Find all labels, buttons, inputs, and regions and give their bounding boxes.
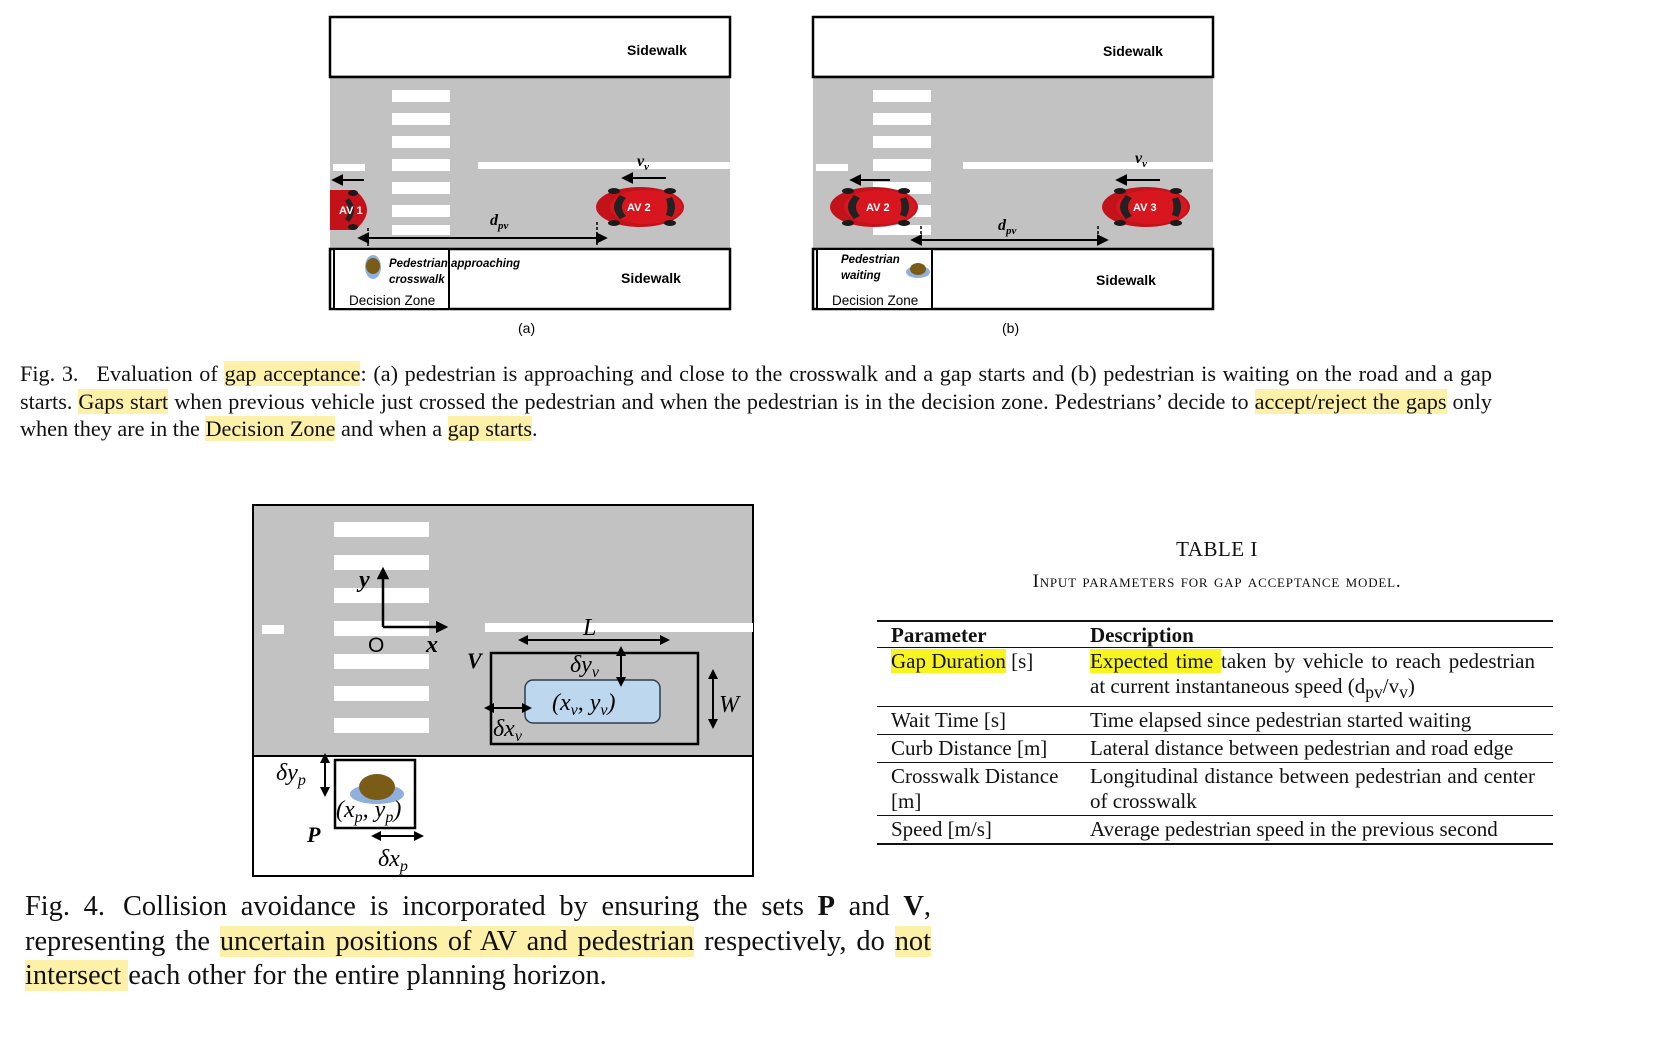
table-cell-description: Lateral distance between pedestrian and … <box>1076 734 1553 764</box>
table-row: Crosswalk Distance [m] Longitudinal dist… <box>877 762 1553 817</box>
av2-label: AV 2 <box>627 202 651 214</box>
dy-p-label: δyp <box>276 760 306 789</box>
figure-4: y x O L V (xv, yv) δyv δxv W (xp, yp) P … <box>252 504 754 877</box>
table-cell-description: Time elapsed since pedestrian started wa… <box>1076 706 1553 736</box>
pedestrian-set-box <box>333 758 417 830</box>
vehicle-position-label: (xv, yv) <box>552 690 616 719</box>
figure-number: Fig. 3. <box>20 361 79 386</box>
figure-4-caption: Fig. 4. Collision avoidance is incorporat… <box>25 890 932 994</box>
table-row: Gap Duration [s] Expected time taken by … <box>877 647 1553 708</box>
caption-text: each other for the entire planning horiz… <box>128 960 607 991</box>
axis-y-label: y <box>356 567 370 593</box>
table-cell-parameter: Speed [m/s] <box>877 815 1076 846</box>
figure-3: AV 1 AV 2 dpv vv Sidewalk Sidewalk Pedes… <box>328 15 1215 336</box>
subscript: pv <box>1365 682 1383 703</box>
table-header: Description <box>1076 620 1553 648</box>
table-title: TABLE I <box>1176 537 1258 561</box>
dx-p-label: δxp <box>378 846 408 875</box>
caption-text: , representing the <box>25 891 931 957</box>
sidewalk-bottom-label: Sidewalk <box>1096 272 1156 288</box>
caption-text: and when a <box>335 416 448 441</box>
width-label: W <box>719 692 741 718</box>
highlight: Gaps start <box>78 388 169 414</box>
highlight: Expected time <box>1090 649 1221 673</box>
highlight: Gap Duration <box>891 649 1006 673</box>
dx-v-label: δxv <box>493 716 523 745</box>
table-header: Parameter <box>877 620 1076 648</box>
pedestrian-label-2: waiting <box>841 270 881 282</box>
decision-zone-label: Decision Zone <box>832 293 918 308</box>
pedestrian-position-label: (xp, yp) <box>336 797 401 826</box>
parameters-table: Parameter Description Gap Duration [s] E… <box>877 620 1553 846</box>
av3-label: AV 3 <box>1133 202 1157 214</box>
table-subtitle: Input parameters for gap acceptance mode… <box>1032 571 1402 592</box>
decision-zone-label: Decision Zone <box>349 293 435 308</box>
distance-label: dpv <box>998 217 1017 237</box>
cell-text: taken by vehicle to reach pedestrian at … <box>1090 649 1535 698</box>
sidewalk-top-label: Sidewalk <box>1103 43 1163 59</box>
highlight: accept/reject the gaps <box>1254 388 1447 414</box>
caption-bold: P <box>817 891 835 922</box>
caption-text: Collision avoidance is incorporated by e… <box>122 891 818 922</box>
panel-a: AV 1 AV 2 dpv vv Sidewalk Sidewalk Pedes… <box>328 15 732 336</box>
pedestrian-body <box>359 774 395 800</box>
figure-3-caption: Fig. 3. Evaluation of gap acceptance: (a)… <box>20 360 1492 443</box>
table-cell-parameter: Curb Distance [m] <box>877 734 1076 764</box>
caption-text: only when they are in the <box>20 388 1492 442</box>
highlight: gap starts <box>447 416 533 441</box>
table-cell-description: Longitudinal distance between pedestrian… <box>1076 762 1553 817</box>
table-cell-parameter: Crosswalk Distance [m] <box>877 762 1076 817</box>
table-cell-parameter: Gap Duration [s] <box>877 647 1076 708</box>
caption-text: . <box>532 416 538 441</box>
table-header-row: Parameter Description <box>877 620 1553 648</box>
caption-text: respectively, do <box>694 925 895 957</box>
caption-text: Evaluation of <box>96 361 225 386</box>
vehicle-set-label: V <box>467 648 484 673</box>
pedestrian-label-1: Pedestrian approaching <box>389 258 520 270</box>
dy-v-label: δyv <box>570 652 600 681</box>
cell-text: /v <box>1382 674 1400 698</box>
figure-number: Fig. 4. <box>25 891 105 922</box>
length-label: L <box>582 615 596 641</box>
sidewalk-top-label: Sidewalk <box>627 42 687 58</box>
panel-label-b: (b) <box>1002 320 1019 336</box>
highlight: Decision Zone <box>205 416 336 441</box>
panel-b: AV 2 AV 3 dpv vv Sidewalk Sidewalk Pedes… <box>811 15 1215 336</box>
speed-label: vv <box>1135 150 1147 170</box>
pedestrian-label-2: crosswalk <box>389 274 445 286</box>
distance-label: dpv <box>490 212 509 232</box>
cell-text: ) <box>1407 674 1415 698</box>
table-row: Wait Time [s] Time elapsed since pedestr… <box>877 706 1553 736</box>
pedestrian-label-1: Pedestrian <box>841 254 900 266</box>
panel-label-a: (a) <box>518 320 535 336</box>
vehicle-footprint <box>524 679 661 724</box>
table-cell-parameter: Wait Time [s] <box>877 706 1076 736</box>
crosswalk-stripes <box>392 90 450 235</box>
table-cell-description: Average pedestrian speed in the previous… <box>1076 815 1553 846</box>
table-row: Speed [m/s] Average pedestrian speed in … <box>877 815 1553 846</box>
av2-label: AV 2 <box>866 202 890 214</box>
caption-bold: V <box>903 891 924 922</box>
highlight: gap acceptance <box>224 361 361 386</box>
caption-text: : (a) pedestrian is approaching and clos… <box>20 361 1492 414</box>
vehicle-set-box <box>489 651 700 746</box>
sidewalk-bottom-label: Sidewalk <box>621 270 681 286</box>
caption-text: when previous vehicle just crossed the p… <box>168 388 1255 414</box>
vehicle-av1 <box>330 190 367 230</box>
axis-x-label: x <box>425 632 438 658</box>
caption-text: and <box>834 891 904 922</box>
table-row: Curb Distance [m] Lateral distance betwe… <box>877 734 1553 764</box>
cell-text: [s] <box>1005 649 1034 673</box>
table-cell-description: Expected time taken by vehicle to reach … <box>1076 647 1553 708</box>
speed-label: vv <box>637 153 649 173</box>
highlight: uncertain positions of AV and pedestrian <box>219 925 695 957</box>
av1-label: AV 1 <box>339 205 363 217</box>
origin-label: O <box>368 634 384 657</box>
crosswalk-stripes <box>334 522 429 733</box>
subscript: v <box>1399 682 1408 703</box>
pedestrian-set-label: P <box>306 822 321 847</box>
